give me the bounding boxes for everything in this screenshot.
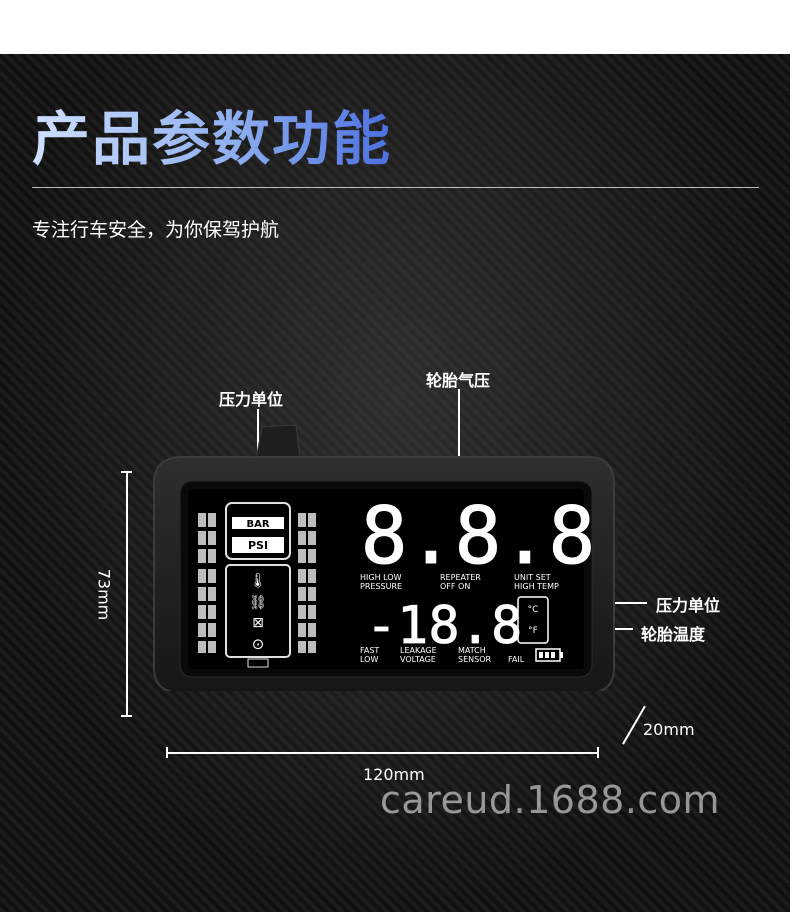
label-voltage: VOLTAGE: [400, 655, 436, 664]
bar-segment: [298, 513, 306, 527]
side-button[interactable]: [614, 533, 618, 573]
label-fail: FAIL: [508, 655, 525, 664]
bar-segment: [298, 569, 306, 583]
bar-segment: [298, 605, 306, 619]
label-match: MATCH: [458, 646, 486, 655]
callout-line: [458, 389, 460, 485]
bar-segment: [298, 587, 306, 601]
height-dimension-line: [126, 471, 128, 716]
tire-warning-icon: ⊙: [252, 635, 265, 653]
bar-segment: [198, 549, 206, 563]
antenna: [255, 424, 301, 460]
bar-segment: [308, 605, 316, 619]
psi-unit-box: [232, 537, 284, 553]
width-dimension-tick: [597, 747, 599, 758]
lcd-screen: [188, 489, 584, 669]
bar-segment: [208, 513, 216, 527]
label-leakage: LEAKAGE: [400, 646, 437, 655]
rear-indicator: [247, 658, 269, 668]
bar-segment: [298, 641, 306, 653]
bar-segment: [208, 587, 216, 601]
bar-segment: [308, 513, 316, 527]
bar-segment: [208, 605, 216, 619]
car-outline-body: [225, 564, 291, 658]
celsius-label: °C: [528, 605, 539, 615]
battery-level: [551, 652, 555, 658]
width-dimension-tick: [166, 747, 168, 758]
label-repeater-state: OFF ON: [440, 582, 470, 591]
width-dimension-line: [166, 752, 598, 754]
page-subtitle: 专注行车安全，为你保驾护航: [32, 219, 280, 241]
bar-segment: [308, 641, 316, 653]
bar-unit-box: [232, 517, 284, 529]
bar-segment: [198, 587, 206, 601]
label-fast: FAST: [360, 646, 379, 655]
bar-segment: [208, 531, 216, 545]
bar-segment: [308, 531, 316, 545]
bar-segment: [208, 623, 216, 637]
title-divider: [32, 187, 759, 188]
bar-segment: [208, 641, 216, 653]
label-repeater: REPEATER: [440, 573, 481, 582]
callout-pressure-unit-right: 压力单位: [656, 596, 721, 615]
left-tire-bars: [198, 513, 216, 653]
bar-segment: [298, 531, 306, 545]
bar-segment: [308, 569, 316, 583]
car-outline-top: [225, 502, 291, 560]
bar-segment: [208, 569, 216, 583]
battery-level: [539, 652, 543, 658]
battery-level: [545, 652, 549, 658]
fahrenheit-label: °F: [528, 626, 538, 636]
callout-tire-pressure: 轮胎气压: [426, 371, 491, 390]
callout-pressure-unit-top: 压力单位: [219, 390, 284, 409]
height-dimension-tick: [121, 471, 132, 473]
label-sensor: SENSOR: [458, 655, 491, 664]
bar-segment: [198, 513, 206, 527]
bar-segment: [198, 605, 206, 619]
depth-dimension-label: 20mm: [643, 720, 695, 739]
bar-segment: [308, 623, 316, 637]
bar-segment: [208, 549, 216, 563]
bar-segment: [198, 623, 206, 637]
height-dimension-tick: [121, 715, 132, 717]
page-title: 产品参数功能: [32, 92, 392, 176]
label-high-low: HIGH LOW: [360, 573, 402, 582]
label-pressure: PRESSURE: [360, 582, 402, 591]
temperature-digits: -18.8: [366, 596, 523, 656]
bar-segment: [198, 531, 206, 545]
unit-bar-label: BAR: [246, 519, 269, 530]
callout-tire-temp: 轮胎温度: [641, 625, 706, 644]
unit-psi-label: PSI: [248, 539, 268, 552]
label-low: LOW: [360, 655, 378, 664]
label-high-temp: HIGH TEMP: [514, 582, 559, 591]
bar-segment: [308, 549, 316, 563]
bar-segment: [298, 549, 306, 563]
bar-segment: [198, 641, 206, 653]
bar-segment: [308, 587, 316, 601]
width-dimension-label: 120mm: [363, 765, 425, 784]
label-unit-set: UNIT SET: [514, 573, 551, 582]
height-dimension-label: 73mm: [94, 568, 114, 621]
thermometer-icon: 🌡: [249, 573, 267, 589]
tpms-device: BAR PSI 🌡 ⛓ ⊠ ⊙ 8.8.8 HIGH LOW PRESSURE …: [153, 424, 618, 691]
right-tire-bars: [298, 513, 316, 653]
link-icon: ⛓: [249, 595, 267, 611]
bar-segment: [198, 569, 206, 583]
watermark: careud.1688.com: [380, 778, 721, 822]
battery-tip: [560, 652, 563, 658]
pressure-big-digits: 8.8.8: [361, 492, 596, 582]
temp-unit-box: [517, 596, 549, 644]
battery-x-icon: ⊠: [252, 615, 264, 631]
bar-segment: [298, 623, 306, 637]
